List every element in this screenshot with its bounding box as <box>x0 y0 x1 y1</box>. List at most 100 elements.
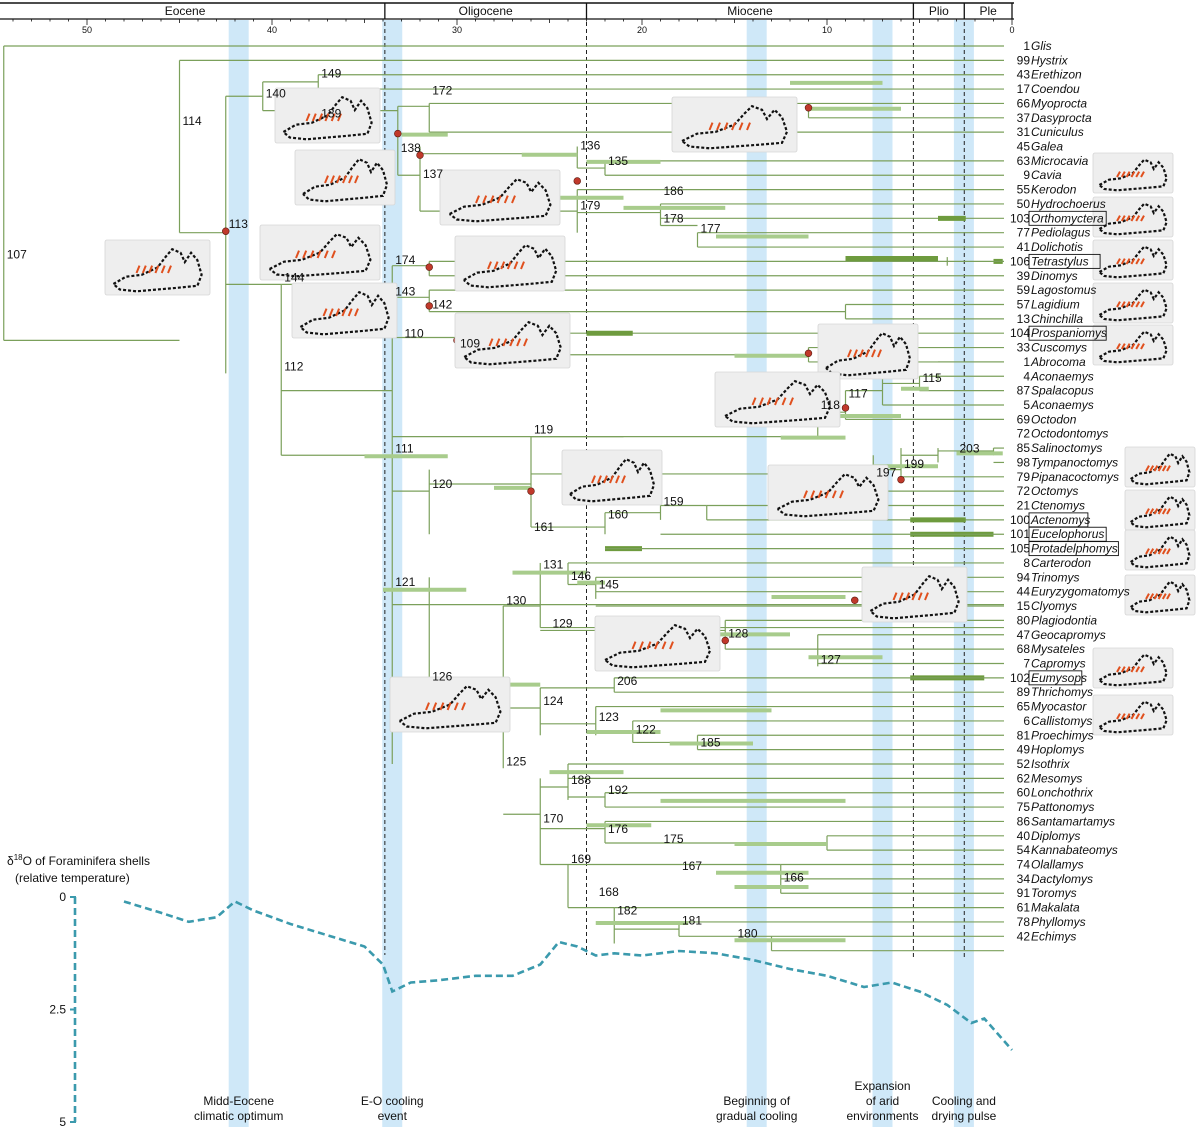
node-label-186: 186 <box>664 184 684 198</box>
node-label-176: 176 <box>608 822 628 836</box>
taxon-number: 47 <box>1017 628 1031 642</box>
mandible-inset <box>561 449 663 506</box>
shape-change-vector <box>1145 465 1150 472</box>
node-label-140: 140 <box>266 87 286 101</box>
shape-change-vector <box>1149 593 1155 600</box>
taxon-name: Thrichomys <box>1031 685 1093 699</box>
time-tick-label: 30 <box>452 25 462 35</box>
shape-change-vector <box>1130 343 1136 350</box>
mandible-inset <box>1092 152 1174 194</box>
shape-change-vector <box>597 475 602 484</box>
shape-change-vector <box>1116 666 1121 673</box>
shape-change-vector <box>1135 301 1141 308</box>
shape-change-vector <box>160 265 166 274</box>
ancestral-node-dot <box>416 151 424 159</box>
taxon-name: Mysateles <box>1031 642 1085 656</box>
ancestral-node-dot <box>527 487 535 495</box>
shape-change-vector <box>847 349 852 358</box>
shape-change-vector <box>759 397 764 406</box>
node-label-135: 135 <box>608 154 628 168</box>
taxon-number: 13 <box>1017 312 1031 326</box>
taxon-name: Orthomyctera <box>1031 211 1104 225</box>
mandible-inset <box>389 676 511 733</box>
shape-change-vector <box>354 175 359 184</box>
shape-change-vector <box>1166 593 1171 600</box>
taxon-number: 45 <box>1017 140 1031 154</box>
node-label-110: 110 <box>405 326 424 340</box>
shape-change-vector <box>1166 465 1171 472</box>
taxon-number: 4 <box>1023 369 1030 383</box>
mandible-inset <box>1092 324 1174 366</box>
shape-change-vector <box>1140 258 1145 265</box>
event-label-cooling-drying: Cooling and <box>932 1094 996 1108</box>
shape-change-vector <box>892 592 898 601</box>
shape-change-vector <box>425 702 430 711</box>
taxon-name: Coendou <box>1031 82 1080 96</box>
shape-change-vector <box>1149 465 1155 472</box>
taxon-name: Spalacopus <box>1031 384 1094 398</box>
shape-change-vector <box>141 265 147 274</box>
shape-change-vector <box>1125 171 1131 178</box>
shape-change-vector <box>509 338 515 347</box>
node-label-188: 188 <box>571 773 591 787</box>
node-label-146: 146 <box>571 569 591 583</box>
shape-change-vector <box>1135 666 1141 673</box>
mandible-inset <box>861 566 968 623</box>
taxon-number: 72 <box>1017 484 1031 498</box>
shape-change-vector <box>751 397 757 406</box>
node-label-114: 114 <box>183 114 202 128</box>
shape-change-vector <box>495 338 501 347</box>
taxon-name: Diplomys <box>1031 829 1080 843</box>
taxon-name: Geocapromys <box>1031 628 1106 642</box>
taxon-number: 61 <box>1017 901 1031 915</box>
shape-change-vector <box>669 641 674 650</box>
taxon-name: Prospaniomys <box>1031 326 1107 340</box>
taxon-name: Hoplomys <box>1031 743 1084 757</box>
taxon-number: 59 <box>1017 283 1031 297</box>
mandible-inset <box>1092 239 1174 281</box>
node-label-177: 177 <box>701 222 721 236</box>
shape-change-vector <box>1120 666 1126 673</box>
shape-change-vector <box>774 397 779 406</box>
taxon-name: Dinomys <box>1031 269 1078 283</box>
shape-change-vector <box>708 122 714 131</box>
mandible-inset <box>767 464 889 521</box>
shape-change-vector <box>302 250 308 259</box>
node-label-120: 120 <box>432 477 452 491</box>
node-label-131: 131 <box>543 558 563 572</box>
node-label-199: 199 <box>904 457 924 471</box>
shape-change-vector <box>723 122 729 131</box>
shape-change-vector <box>1116 258 1121 265</box>
shape-change-vector <box>824 490 830 499</box>
taxon-number: 54 <box>1017 843 1031 857</box>
shape-change-vector <box>453 702 459 711</box>
taxon-name: Tetrastylus <box>1031 254 1089 268</box>
mandible-inset <box>454 235 566 292</box>
fossil-taxon-box <box>1028 253 1101 269</box>
node-label-115: 115 <box>923 371 942 385</box>
event-label-cooling-drying: drying pulse <box>932 1109 997 1123</box>
node-label-172: 172 <box>432 84 452 98</box>
shape-change-vector <box>591 475 596 484</box>
taxon-number: 21 <box>1017 499 1031 513</box>
taxon-name: Cuniculus <box>1031 125 1084 139</box>
node-label-166: 166 <box>784 871 804 885</box>
temperature-axis-subtitle: (relative temperature) <box>15 871 130 885</box>
mandible-inset <box>1092 647 1174 689</box>
taxon-number: 31 <box>1017 125 1031 139</box>
shape-change-vector <box>1120 343 1126 350</box>
epoch-label-eocene: Eocene <box>165 4 206 18</box>
shape-change-vector <box>493 261 499 270</box>
